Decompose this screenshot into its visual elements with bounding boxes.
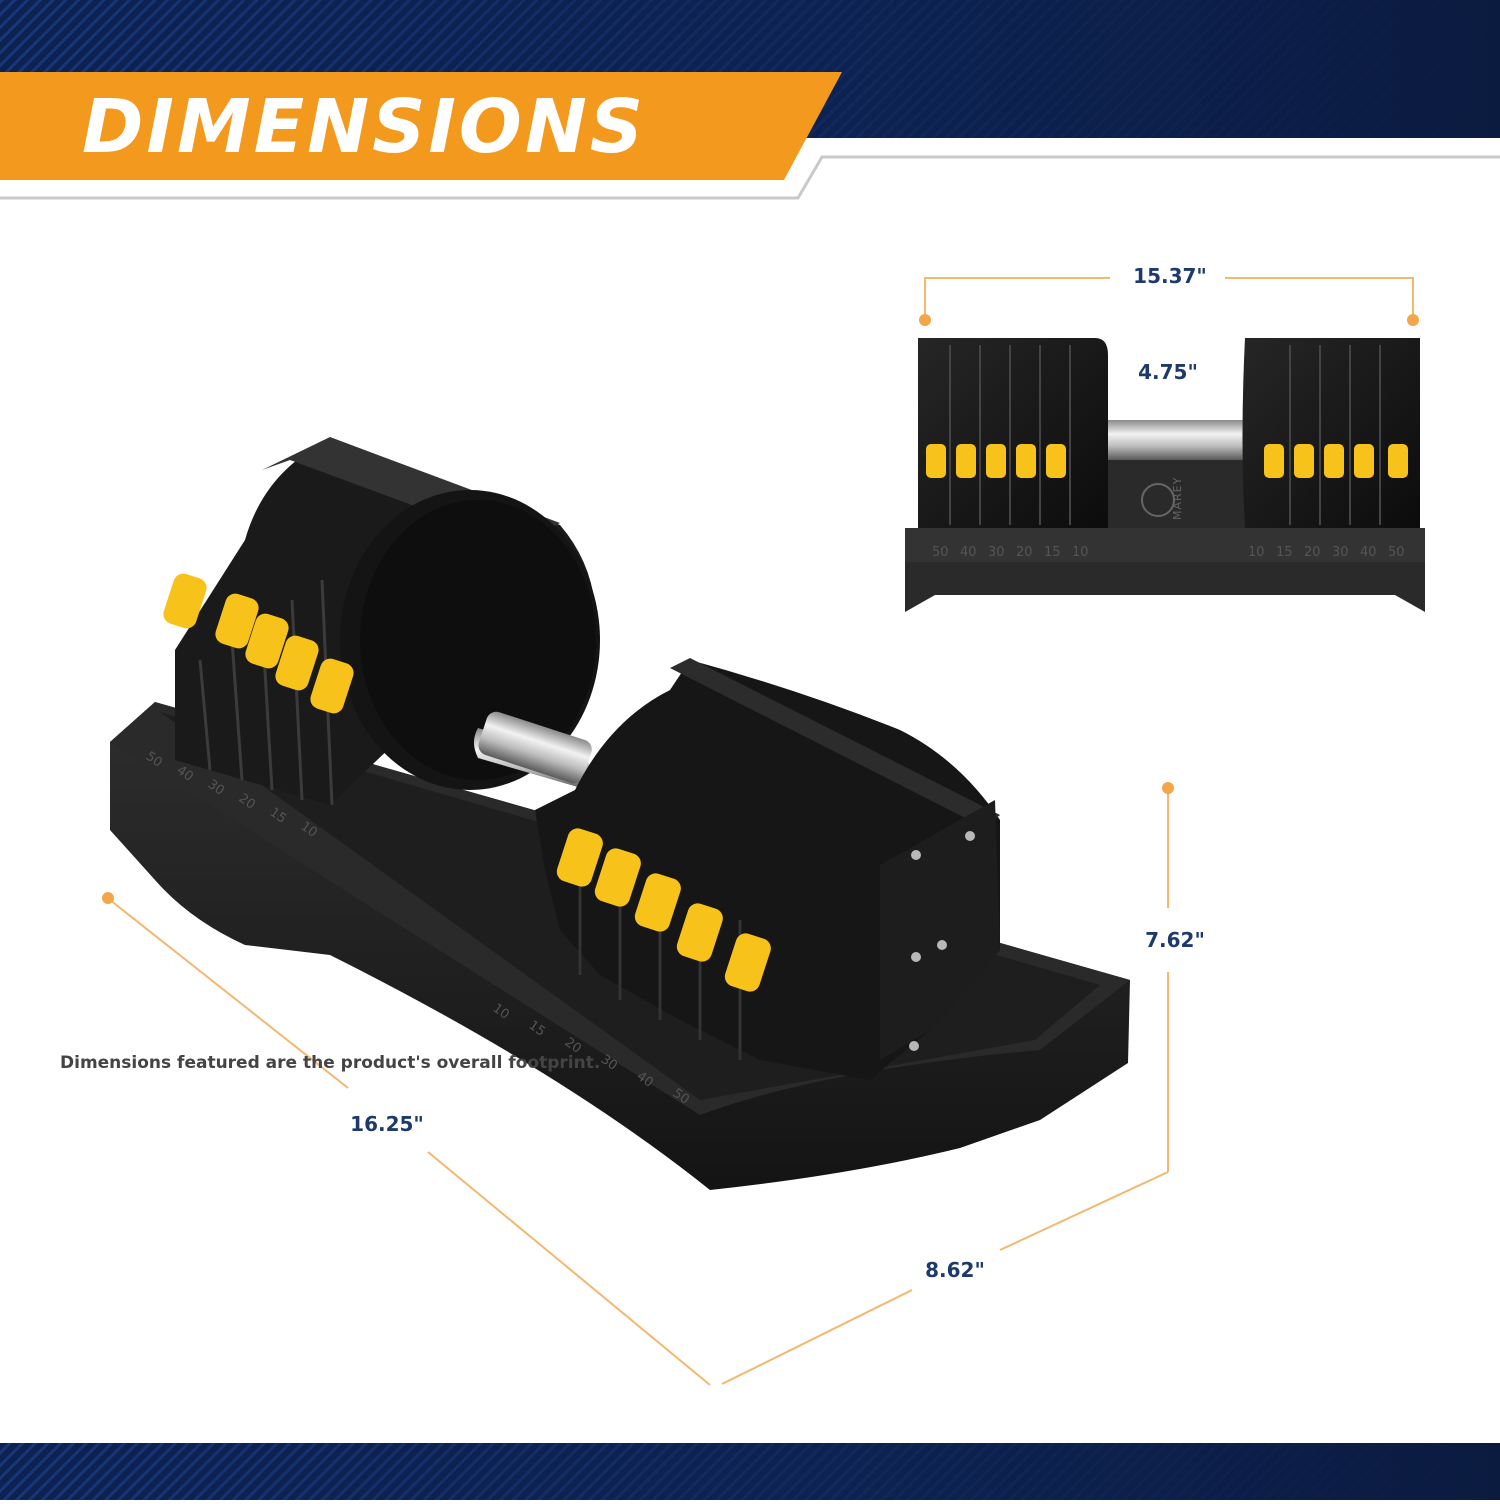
selector-knob bbox=[245, 613, 289, 669]
bottom-band-gradient bbox=[0, 1443, 1500, 1500]
length-line-b bbox=[427, 1151, 711, 1386]
front-selector-knob bbox=[1016, 444, 1036, 478]
selector-knob bbox=[594, 848, 641, 907]
main-dumbbell-perspective: 50 40 30 20 15 10 10 15 20 30 40 50 bbox=[110, 437, 1130, 1190]
brand-wordmark: MAREY bbox=[1171, 477, 1184, 520]
weight-scale-number: 50 bbox=[932, 545, 949, 560]
front-tray-top bbox=[905, 528, 1425, 562]
brand-logo-icon bbox=[1141, 483, 1175, 517]
depth-line-b bbox=[721, 1289, 913, 1385]
selector-knob bbox=[163, 573, 207, 629]
page-title: DIMENSIONS bbox=[82, 84, 647, 170]
weight-scale-number: 20 bbox=[1016, 545, 1033, 560]
selector-knob bbox=[556, 828, 603, 887]
front-selector-knob bbox=[1324, 444, 1344, 478]
right-side-cover bbox=[880, 800, 1000, 1060]
dimension-endpoint-dot bbox=[1407, 314, 1419, 326]
length-line-a bbox=[109, 899, 349, 1089]
left-selector-group bbox=[163, 573, 354, 714]
front-selector-knob bbox=[956, 444, 976, 478]
main-handle-knurl bbox=[478, 711, 592, 784]
weight-scale-number: 10 bbox=[1248, 545, 1265, 560]
weight-scale-number: 30 bbox=[988, 545, 1005, 560]
length-label: 16.25" bbox=[350, 1112, 424, 1136]
weight-scale-number: 40 bbox=[1360, 545, 1377, 560]
front-left-plates bbox=[918, 338, 1108, 528]
front-right-plates bbox=[1242, 338, 1420, 528]
front-selector-knob bbox=[1046, 444, 1066, 478]
overall-width-label: 15.37" bbox=[1133, 264, 1207, 288]
weight-scale-number: 50 bbox=[1388, 545, 1405, 560]
weight-scale-number: 10 bbox=[1072, 545, 1089, 560]
front-selector-knob bbox=[1354, 444, 1374, 478]
front-selector-knob bbox=[1388, 444, 1408, 478]
selector-knob bbox=[215, 593, 259, 649]
top-banner bbox=[0, 0, 1500, 200]
selector-knob bbox=[634, 873, 681, 932]
weight-scale-number: 20 bbox=[1304, 545, 1321, 560]
weight-scale-number: 40 bbox=[960, 545, 977, 560]
right-plate-top bbox=[670, 658, 1000, 828]
front-selector-knob bbox=[1264, 444, 1284, 478]
banner-divider-line bbox=[0, 155, 1500, 200]
selector-knob bbox=[275, 635, 319, 691]
weight-scale-number: 30 bbox=[1332, 545, 1349, 560]
depth-line-a bbox=[999, 1171, 1169, 1251]
front-center-cradle bbox=[1100, 440, 1245, 528]
selector-knob bbox=[724, 933, 771, 992]
weight-scale-number: 15 bbox=[1044, 545, 1061, 560]
front-view-dumbbell: 50 40 30 20 15 10 10 15 20 30 40 50 MAREY bbox=[905, 338, 1425, 612]
handle-gap-label: 4.75" bbox=[1138, 360, 1198, 384]
selector-knob bbox=[676, 903, 723, 962]
banner-orange-bar bbox=[0, 72, 842, 180]
front-weight-scale-left: 50 40 30 20 15 10 bbox=[932, 545, 1089, 560]
depth-label: 8.62" bbox=[925, 1258, 985, 1282]
footnote: Dimensions featured are the product's ov… bbox=[60, 1053, 601, 1073]
front-selector-knob bbox=[1294, 444, 1314, 478]
overall-width-dimension-line bbox=[924, 277, 1414, 318]
front-handle bbox=[1098, 420, 1248, 460]
height-label: 7.62" bbox=[1145, 928, 1205, 952]
front-selector-knob bbox=[986, 444, 1006, 478]
weight-scale-number: 15 bbox=[1276, 545, 1293, 560]
front-selector-knob bbox=[926, 444, 946, 478]
left-end-plate-face bbox=[360, 500, 596, 780]
front-weight-scale-right: 10 15 20 30 40 50 bbox=[1248, 545, 1405, 560]
dimension-endpoint-dot bbox=[919, 314, 931, 326]
selector-knob bbox=[310, 658, 354, 714]
dimension-endpoint-dot bbox=[102, 892, 114, 904]
right-selector-group bbox=[556, 828, 771, 992]
dimension-endpoint-dot bbox=[1162, 782, 1174, 794]
main-dimension-lines bbox=[109, 790, 1169, 1386]
